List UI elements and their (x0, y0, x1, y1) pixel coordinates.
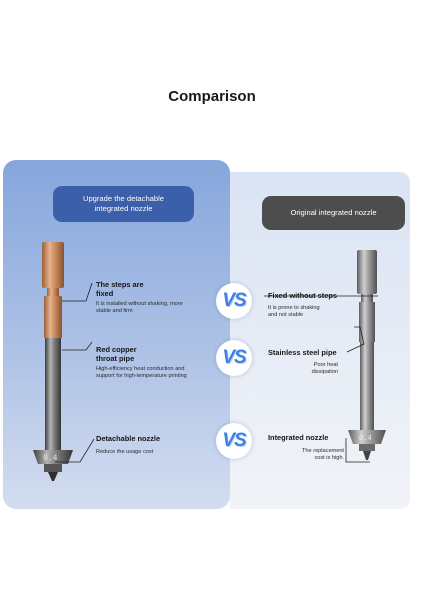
original-banner: Original integrated nozzle (262, 196, 405, 230)
feature-detachable-nozzle-label: Detachable nozzle (96, 434, 161, 443)
feature-stainless-pipe: Stainless steel pipe Poor heat dissipati… (268, 348, 348, 376)
feature-copper-throat-label-1: Red copper (96, 345, 137, 354)
feature-fixed-without-steps-desc-1: It is prone to shaking (268, 305, 320, 311)
feature-detachable-nozzle: Detachable nozzle Reduce the usage cost (96, 434, 216, 456)
vs-badge-1: VS (216, 283, 252, 319)
feature-integrated-nozzle-label: Integrated nozzle (268, 433, 329, 442)
feature-fixed-without-steps-label: Fixed without steps (268, 291, 337, 300)
vs-badge-2: VS (216, 340, 252, 376)
nozzle-size-mark: 0.4 (43, 454, 58, 463)
feature-copper-throat: Red copper throat pipe High-efficiency h… (96, 345, 222, 380)
upgraded-banner-line-1: Upgrade the detachable (82, 194, 165, 203)
feature-detachable-nozzle-desc: Reduce the usage cost (96, 449, 154, 455)
feature-steps-fixed: The steps are fixed It is installed with… (96, 280, 216, 315)
feature-fixed-without-steps: Fixed without steps It is prone to shaki… (268, 291, 348, 319)
vs-badge-3: VS (216, 423, 252, 459)
feature-copper-throat-label-2: throat pipe (96, 354, 135, 363)
upgraded-banner-line-2: integrated nozzle (94, 204, 153, 213)
feature-integrated-nozzle: Integrated nozzle The replacement cost i… (268, 433, 348, 462)
feature-stainless-pipe-label: Stainless steel pipe (268, 348, 337, 357)
upgraded-banner: Upgrade the detachable integrated nozzle (53, 186, 194, 222)
feature-copper-throat-desc-1: High-efficiency heat conduction and (96, 366, 185, 372)
nozzle-size-mark-original: 0.4 (359, 435, 372, 443)
feature-steps-fixed-desc-1: It is installed without shaking, more (96, 301, 183, 307)
feature-integrated-nozzle-desc-2: cost is high. (314, 455, 344, 461)
feature-steps-fixed-label-2: fixed (96, 289, 114, 298)
page-title: Comparison (168, 88, 256, 105)
feature-steps-fixed-desc-2: stable and firm (96, 308, 133, 314)
feature-stainless-pipe-desc-2: dissipation (311, 369, 338, 375)
feature-fixed-without-steps-desc-2: and not stable (268, 312, 304, 318)
vs-text-1: VS (222, 290, 246, 311)
vs-text-3: VS (222, 430, 246, 451)
vs-text-2: VS (222, 347, 246, 368)
feature-integrated-nozzle-desc-1: The replacement (302, 448, 344, 454)
upgraded-nozzle-illustration: 0.4 (33, 242, 73, 481)
feature-stainless-pipe-desc-1: Poor heat (313, 362, 338, 368)
feature-steps-fixed-label-1: The steps are (96, 280, 144, 289)
feature-copper-throat-desc-2: support for high-temperature printing (96, 373, 187, 379)
original-nozzle-illustration: 0.4 (348, 250, 386, 460)
